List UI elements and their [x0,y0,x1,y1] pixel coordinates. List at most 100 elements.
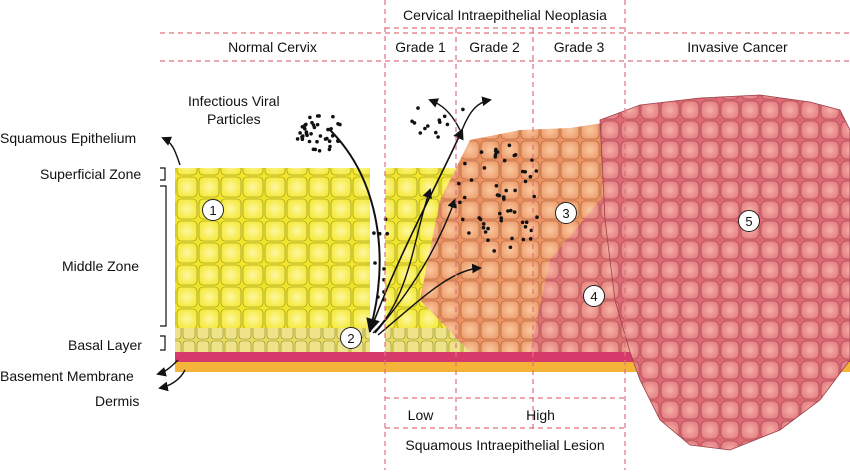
viral-particle [523,179,528,184]
viral-particle [506,209,510,213]
viral-particle [528,237,533,241]
viral-particle [507,143,512,148]
viral-particle [523,225,528,229]
viral-particle [529,228,534,233]
viral-particle [445,122,450,127]
invasive-cancer-mass [599,94,850,451]
viral-particle [458,200,462,205]
viral-particle [498,211,502,216]
viral-particle [309,132,313,136]
viral-particle [502,158,507,163]
viral-particle [426,124,430,128]
viral-particle [315,122,320,127]
viral-particle [327,147,332,152]
viral-particle [327,139,332,143]
label-middle-zone: Middle Zone [62,258,140,274]
viral-particle [301,134,305,138]
release-arrow-left [428,98,461,131]
label-high: High [526,407,555,423]
marker-4: 4 [583,285,605,307]
viral-particle [509,208,513,213]
viral-particle [492,249,497,253]
viral-particle [317,149,322,153]
viral-particle [481,225,486,230]
viral-particle [486,238,490,242]
column-grade-3: Grade 3 [553,39,605,55]
infection-arrow-up-2 [374,198,457,334]
squamous-epithelium-arrow [161,136,181,166]
viral-particle-cluster [295,114,342,153]
viral-particle [532,194,536,199]
label-squamous-epithelium: Squamous Epithelium [0,130,137,146]
viral-particle [530,158,534,162]
viral-particle-cluster-right [372,102,539,302]
release-arrow-right [461,96,492,131]
viral-particle [513,188,517,193]
viral-particle [512,210,517,214]
viral-particle [307,139,312,144]
viral-particle [504,188,509,193]
viral-particle [412,121,417,125]
label-superficial-zone: Superficial Zone [40,166,142,182]
viral-particle [434,130,438,135]
cin-title: Cervical Intraepithelial Neoplasia [403,7,607,23]
viral-particle [442,114,447,119]
viral-particle [382,267,386,271]
viral-particle [295,137,300,141]
viral-particle [436,135,440,139]
viral-particle [457,181,461,186]
viral-particle [300,125,305,129]
viral-particle [510,236,514,241]
label-viral-particles: Infectious Viral Particles [188,93,280,127]
viral-particle [520,220,525,225]
viral-particle [520,169,525,174]
viral-particle [385,231,390,236]
viral-particle [437,118,442,122]
normal-epithelium [175,168,370,328]
basement-membrane-layer [175,352,850,362]
viral-particle [315,114,320,118]
viral-particle [528,174,533,179]
infection-arrow-up-4 [372,188,432,334]
viral-particle [336,122,340,126]
viral-particle [372,231,376,235]
viral-particle [326,127,330,132]
column-grade-1: Grade 1 [395,39,446,55]
label-basal-layer: Basal Layer [68,337,142,353]
viral-particle [310,120,314,125]
basal-bracket [160,335,166,351]
dashed-dividers [160,0,850,470]
marker-5: 5 [738,210,760,232]
viral-particle [521,237,526,242]
viral-particle [493,154,498,159]
basement-membrane-arrow [156,359,179,377]
viral-particle [486,226,490,231]
marker-1: 1 [202,199,224,221]
basal-cells-left [175,328,370,352]
viral-particle [418,131,423,135]
viral-particle [304,122,308,127]
viral-particle [467,231,471,235]
viral-particle [499,216,504,220]
label-basement-membrane: Basement Membrane [0,368,134,384]
viral-particle [328,144,332,149]
viral-particle [304,132,309,136]
viral-particle [318,134,323,138]
column-normal-cervix: Normal Cervix [228,39,317,55]
dermis-arrow [158,369,186,392]
infection-arrow-down [329,129,381,333]
column-invasive-cancer: Invasive Cancer [687,39,788,55]
viral-particle [479,150,484,154]
viral-particle [535,215,539,219]
viral-particle [303,126,307,131]
viral-particle [482,166,487,170]
infection-arrow-up-3 [377,263,482,336]
marker-2: 2 [340,327,362,349]
viral-particle [512,153,517,158]
viral-particle [329,127,333,131]
viral-particle [499,218,504,223]
label-dermis: Dermis [95,393,140,409]
viral-particle [463,161,467,166]
